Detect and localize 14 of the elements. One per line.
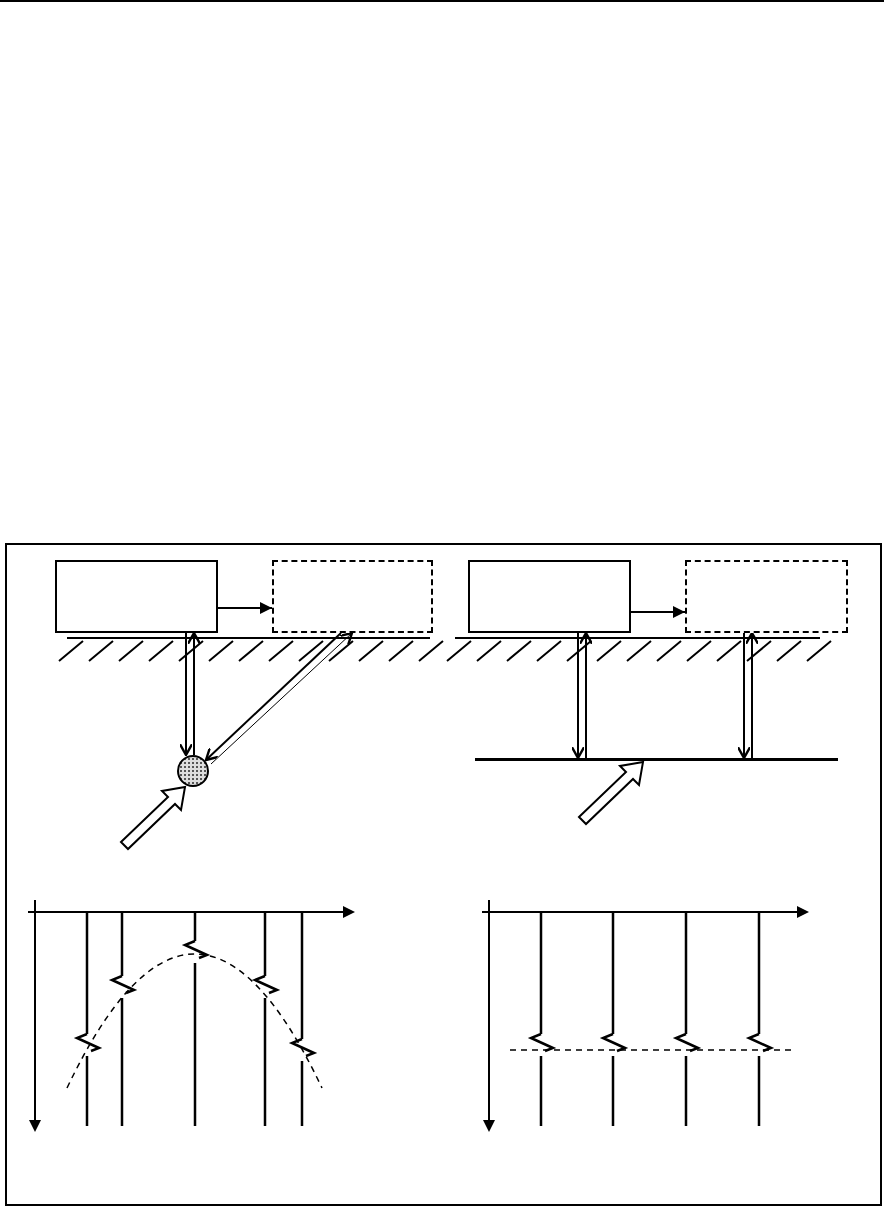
source-box (468, 560, 631, 633)
arrow (744, 631, 760, 759)
arrow (578, 631, 594, 759)
arrow (217, 602, 273, 614)
reflector-line (475, 758, 838, 761)
arrow (630, 606, 686, 618)
receiver-box (272, 560, 433, 633)
receiver-box (685, 560, 848, 633)
arrow (736, 632, 752, 760)
diffractor-point (177, 755, 209, 787)
arrow (186, 631, 202, 756)
arrow (570, 632, 586, 760)
source-box (55, 560, 218, 633)
arrow (178, 632, 194, 757)
